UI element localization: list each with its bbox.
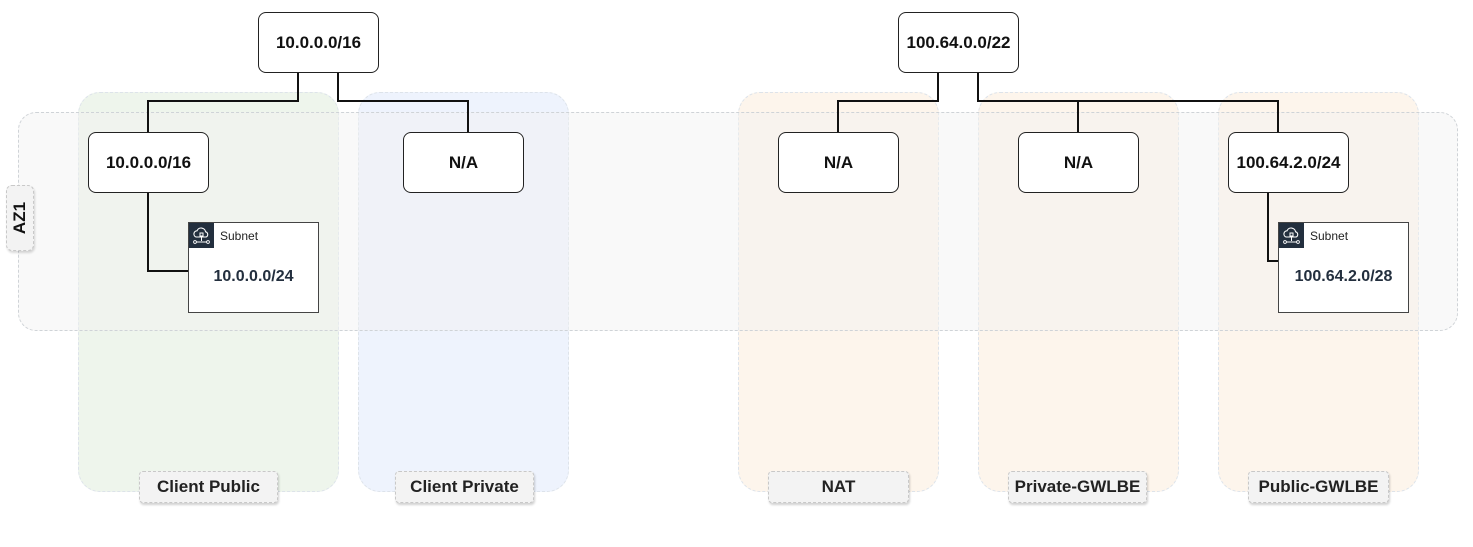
client-public-cidr-box: 10.0.0.0/16 <box>88 132 209 193</box>
client-subnet-label: Subnet <box>220 229 259 243</box>
subnet-icon <box>1279 223 1304 248</box>
label-client-private-text: Client Private <box>410 477 519 496</box>
label-nat-text: NAT <box>821 477 856 496</box>
line-inspection-to-gwlbe <box>977 72 1279 132</box>
client-subnet-card: Subnet 10.0.0.0/24 <box>188 222 319 313</box>
label-client-private: Client Private <box>395 471 534 503</box>
label-client-public: Client Public <box>139 471 278 503</box>
label-nat: NAT <box>768 471 909 503</box>
public-gwlbe-cidr: 100.64.2.0/24 <box>1236 152 1341 172</box>
label-private-gwlbe: Private-GWLBE <box>1008 471 1147 503</box>
client-public-cidr: 10.0.0.0/16 <box>105 152 192 172</box>
client-private-cidr: N/A <box>448 152 479 172</box>
client-subnet-cidr: 10.0.0.0/24 <box>213 268 294 285</box>
nat-cidr-box: N/A <box>778 132 899 193</box>
label-public-gwlbe-text: Public-GWLBE <box>1258 477 1379 496</box>
inspection-subnet-label: Subnet <box>1310 229 1349 243</box>
line-inspection-to-nat <box>837 72 939 132</box>
private-gwlbe-cidr: N/A <box>1063 152 1094 172</box>
nat-cidr: N/A <box>823 152 854 172</box>
client-vpc-cidr-box: 10.0.0.0/16 <box>258 12 379 73</box>
inspection-subnet-cidr: 100.64.2.0/28 <box>1294 268 1393 285</box>
label-client-public-text: Client Public <box>157 477 260 496</box>
line-public-gwlbe-to-subnet <box>1267 192 1278 262</box>
public-gwlbe-cidr-box: 100.64.2.0/24 <box>1228 132 1349 193</box>
inspection-subnet-card: Subnet 100.64.2.0/28 <box>1278 222 1409 313</box>
label-private-gwlbe-text: Private-GWLBE <box>1014 477 1141 496</box>
line-client-public-to-subnet <box>147 192 188 272</box>
inspection-vpc-cidr-box: 100.64.0.0/22 <box>898 12 1019 73</box>
line-client-vpc-to-public <box>147 72 299 132</box>
inspection-vpc-cidr: 100.64.0.0/22 <box>906 32 1011 52</box>
label-public-gwlbe: Public-GWLBE <box>1248 471 1389 503</box>
private-gwlbe-cidr-box: N/A <box>1018 132 1139 193</box>
subnet-icon <box>189 223 214 248</box>
az-label: AZ1 <box>6 185 34 251</box>
client-vpc-cidr: 10.0.0.0/16 <box>275 32 362 52</box>
line-client-vpc-to-private <box>337 72 469 132</box>
client-private-cidr-box: N/A <box>403 132 524 193</box>
